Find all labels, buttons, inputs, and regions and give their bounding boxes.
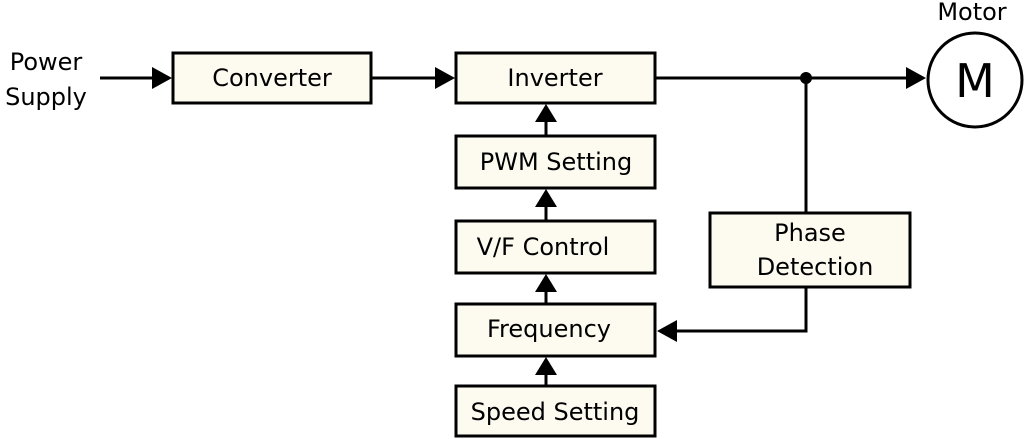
motor-title: Motor — [937, 0, 1006, 26]
pwm-to-inverter-arrowhead — [535, 104, 557, 122]
converter-to-inverter-arrowhead — [435, 67, 455, 89]
vf-control-label: V/F Control — [477, 233, 610, 261]
motor-symbol-letter: M — [955, 54, 995, 108]
pwm-setting-block — [454, 134, 657, 190]
converter-label: Converter — [212, 64, 332, 92]
pwm-setting-label: PWM Setting — [480, 148, 632, 176]
vf-to-pwm-arrowhead — [535, 189, 557, 207]
phase-detection-label-line2: Detection — [757, 253, 874, 281]
speed-setting-label: Speed Setting — [471, 398, 640, 426]
frequency-to-vf-arrowhead — [535, 274, 557, 292]
frequency-label: Frequency — [487, 315, 611, 343]
power-supply-label-line1: Power — [10, 48, 83, 76]
power-to-converter-arrowhead — [152, 67, 172, 89]
inverter-label: Inverter — [507, 64, 602, 92]
phase-detection-to-frequency-wire — [671, 287, 808, 333]
speed-setting-block — [454, 384, 657, 438]
power-supply-label-line2: Supply — [5, 83, 87, 111]
phase-detection-to-frequency-arrowhead — [657, 320, 677, 342]
inverter-to-motor-arrowhead — [906, 67, 926, 89]
phase-detection-label-line1: Phase — [774, 219, 846, 247]
frequency-block — [454, 302, 657, 358]
vf-control-block — [454, 219, 657, 275]
phase-detection-block — [708, 211, 912, 289]
speed-to-frequency-arrowhead — [535, 357, 557, 375]
motor-symbol-circle — [926, 31, 1024, 129]
